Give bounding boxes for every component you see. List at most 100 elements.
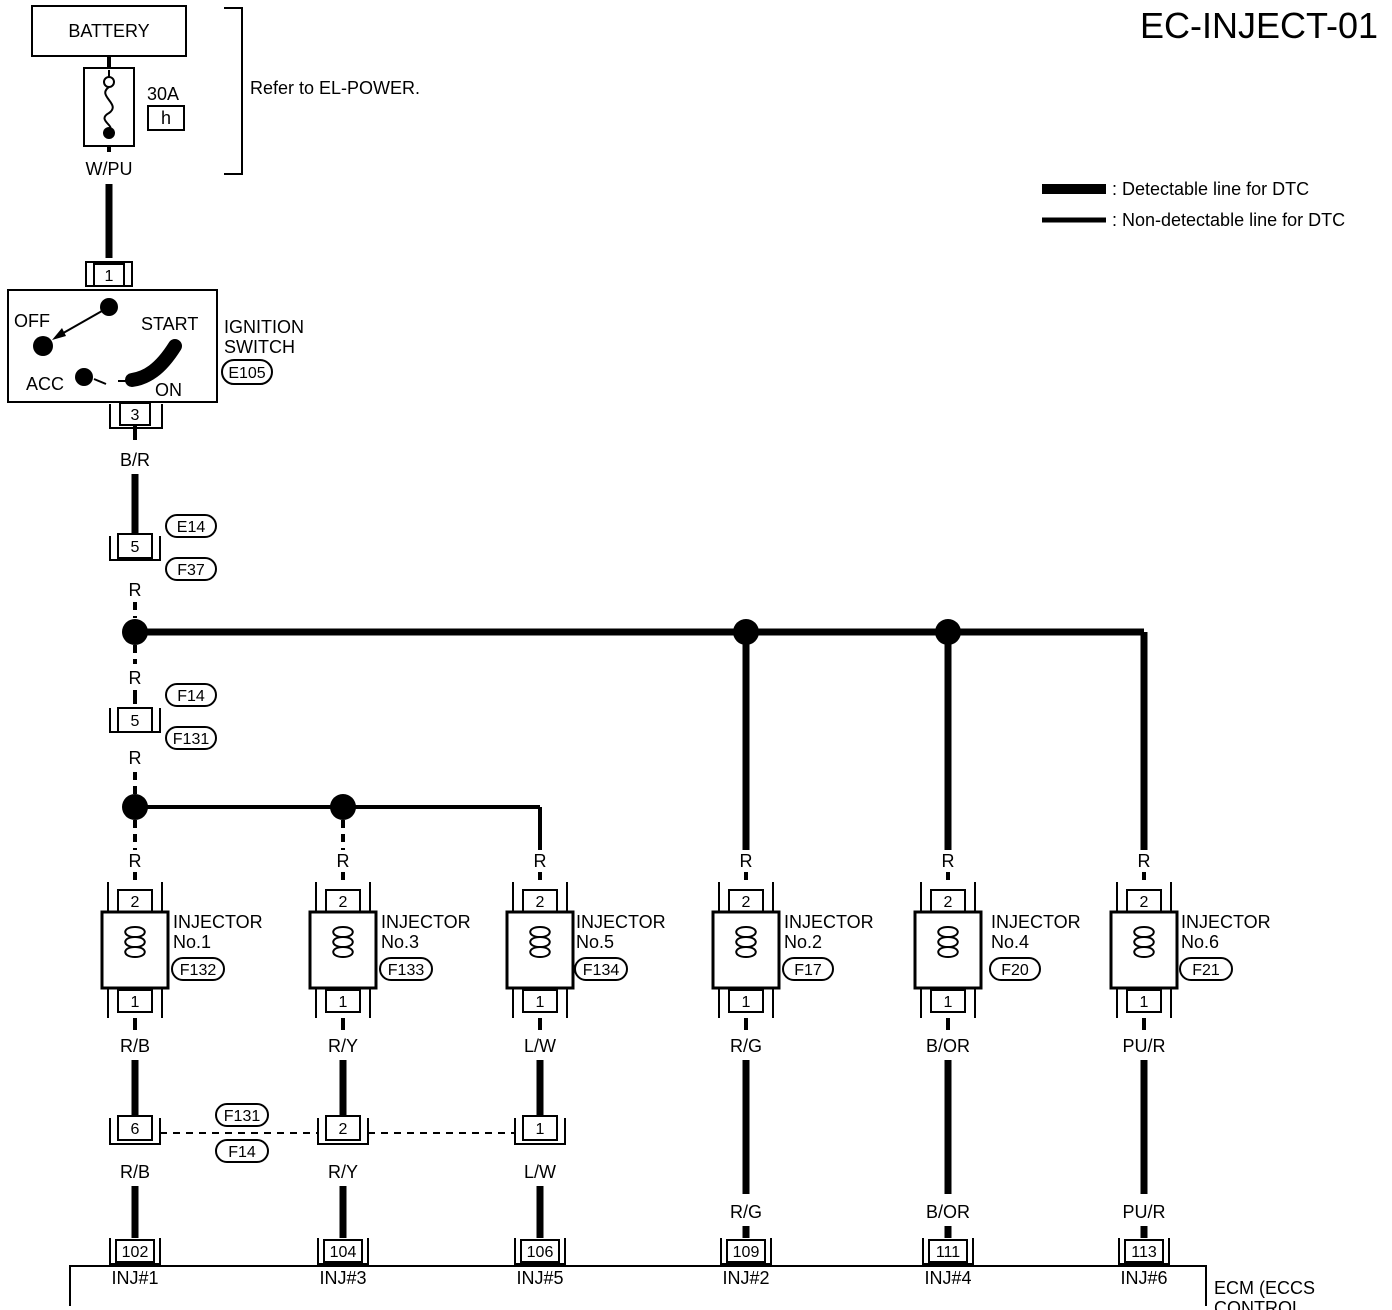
ign-connector: E105 xyxy=(228,365,265,382)
wire-r-a: R xyxy=(129,580,142,600)
fuse-letter: h xyxy=(161,108,171,128)
inj1-name: INJECTOR xyxy=(173,912,263,932)
inj4-connector: F20 xyxy=(1001,962,1029,979)
inj1-wire-out: R/B xyxy=(120,1036,150,1056)
ecm-pin-113: 113 INJ#6 xyxy=(1118,1238,1170,1288)
inj5-wire-out: L/W xyxy=(524,1036,556,1056)
inj2-pin-bottom: 1 xyxy=(742,994,751,1011)
ign-pin-in: 1 xyxy=(105,268,114,285)
wire-r-b: R xyxy=(129,668,142,688)
ecm-pin-label: INJ#1 xyxy=(111,1268,158,1288)
inj1-wire-after: R/B xyxy=(120,1162,150,1182)
inj2-name: INJECTOR xyxy=(784,912,874,932)
inj3-wire-out: R/Y xyxy=(328,1036,358,1056)
inj3-wire-in: R xyxy=(337,851,350,871)
inj5-connector: F134 xyxy=(583,962,620,979)
fuse-icon xyxy=(83,67,135,147)
legend-non-detectable: : Non-detectable line for DTC xyxy=(1112,210,1345,230)
inline-conn-bottom: F14 xyxy=(228,1144,256,1161)
inj6-number: No.6 xyxy=(1181,932,1219,952)
injector-2: R 2 1 INJECTOR No.2 F17 R/G R/G xyxy=(711,851,874,1238)
wire-ign-out: B/R xyxy=(120,450,150,470)
inj5-pin-top: 2 xyxy=(536,894,545,911)
inj4-wire-after: B/OR xyxy=(926,1202,970,1222)
inj2-wire-after: R/G xyxy=(730,1202,762,1222)
legend-detectable: : Detectable line for DTC xyxy=(1112,179,1309,199)
inj5-number: No.5 xyxy=(576,932,614,952)
ecm-pin-label: INJ#6 xyxy=(1120,1268,1167,1288)
joint2-conn-top: F14 xyxy=(177,688,205,705)
inj3-number: No.3 xyxy=(381,932,419,952)
splice-5 xyxy=(330,794,356,820)
battery-box xyxy=(31,5,187,57)
inj3-wire-after: R/Y xyxy=(328,1162,358,1182)
ecm-pin-num: 104 xyxy=(330,1244,357,1261)
splice-1 xyxy=(122,619,148,645)
ecm-box xyxy=(69,1265,1207,1306)
inj3-pin-top: 2 xyxy=(339,894,348,911)
inj3-pin-bottom: 1 xyxy=(339,994,348,1011)
inj5-wire-after: L/W xyxy=(524,1162,556,1182)
inj6-wire-after: PU/R xyxy=(1122,1202,1165,1222)
inj6-connector: F21 xyxy=(1192,962,1220,979)
inj2-wire-out: R/G xyxy=(730,1036,762,1056)
battery-label: BATTERY xyxy=(68,21,149,41)
wire-r-c: R xyxy=(129,748,142,768)
ecm-pin-label: INJ#4 xyxy=(924,1268,971,1288)
inj3-connector: F133 xyxy=(388,962,425,979)
inj5-inline-pin: 1 xyxy=(536,1121,545,1138)
inj2-connector: F17 xyxy=(794,962,822,979)
ecm-pin-106: 106 INJ#5 xyxy=(514,1238,566,1288)
inj2-number: No.2 xyxy=(784,932,822,952)
inj4-pin-bottom: 1 xyxy=(944,994,953,1011)
ecm-pin-num: 102 xyxy=(122,1244,149,1261)
wire-battery-out: W/PU xyxy=(86,159,133,179)
diagram-title: EC-INJECT-01 xyxy=(1140,5,1378,46)
joint1-conn-bottom: F37 xyxy=(177,562,205,579)
ecm-pin-label: INJ#5 xyxy=(516,1268,563,1288)
ign-start-label: START xyxy=(141,314,198,334)
joint2-conn-bottom: F131 xyxy=(173,731,210,748)
ign-pin-out: 3 xyxy=(131,407,140,424)
injector-5: R 2 1 INJECTOR No.5 F134 L/W 1 L/W xyxy=(505,851,666,1238)
inj5-pin-bottom: 1 xyxy=(536,994,545,1011)
inj6-wire-in: R xyxy=(1138,851,1151,871)
inj4-pin-top: 2 xyxy=(944,894,953,911)
ecm-pin-111: 111 INJ#4 xyxy=(922,1238,974,1288)
ecm-pin-104: 104 INJ#3 xyxy=(317,1238,369,1288)
ecm-pin-label: INJ#3 xyxy=(319,1268,366,1288)
ign-off-label: OFF xyxy=(14,311,50,331)
inj4-number: No.4 xyxy=(991,932,1029,952)
inj6-name: INJECTOR xyxy=(1181,912,1271,932)
ecm-pin-num: 106 xyxy=(527,1244,554,1261)
injector-4: R 2 1 INJECTOR No.4 F20 B/OR B/OR xyxy=(913,851,1081,1238)
inj6-wire-out: PU/R xyxy=(1122,1036,1165,1056)
inj4-wire-out: B/OR xyxy=(926,1036,970,1056)
inj1-number: No.1 xyxy=(173,932,211,952)
injector-1: R 2 1 INJECTOR No.1 F132 R/B 6 R/B xyxy=(100,851,263,1238)
injector-6: R 2 1 INJECTOR No.6 F21 PU/R PU/R xyxy=(1109,851,1271,1238)
ign-on-label: ON xyxy=(155,380,182,400)
ecm-pin-label: INJ#2 xyxy=(722,1268,769,1288)
inj1-pin-top: 2 xyxy=(131,894,140,911)
inj1-inline-pin: 6 xyxy=(131,1121,140,1138)
ign-name-1: IGNITION xyxy=(224,317,304,337)
inj4-name: INJECTOR xyxy=(991,912,1081,932)
inj2-pin-top: 2 xyxy=(742,894,751,911)
inj3-inline-pin: 2 xyxy=(339,1121,348,1138)
ecm-label-2: CONTROL xyxy=(1214,1298,1302,1310)
inj5-name: INJECTOR xyxy=(576,912,666,932)
inj1-wire-in: R xyxy=(129,851,142,871)
refer-bracket xyxy=(224,7,243,175)
refer-note: Refer to EL-POWER. xyxy=(250,78,420,98)
splice-4 xyxy=(122,794,148,820)
inj6-pin-top: 2 xyxy=(1140,894,1149,911)
inline-conn-top: F131 xyxy=(224,1108,261,1125)
ecm-label-1: ECM (ECCS xyxy=(1214,1278,1315,1298)
joint1-pin: 5 xyxy=(131,539,140,556)
inj5-wire-in: R xyxy=(534,851,547,871)
ecm-pin-num: 111 xyxy=(936,1244,960,1261)
inj1-connector: F132 xyxy=(180,962,217,979)
joint1-conn-top: E14 xyxy=(177,519,206,536)
